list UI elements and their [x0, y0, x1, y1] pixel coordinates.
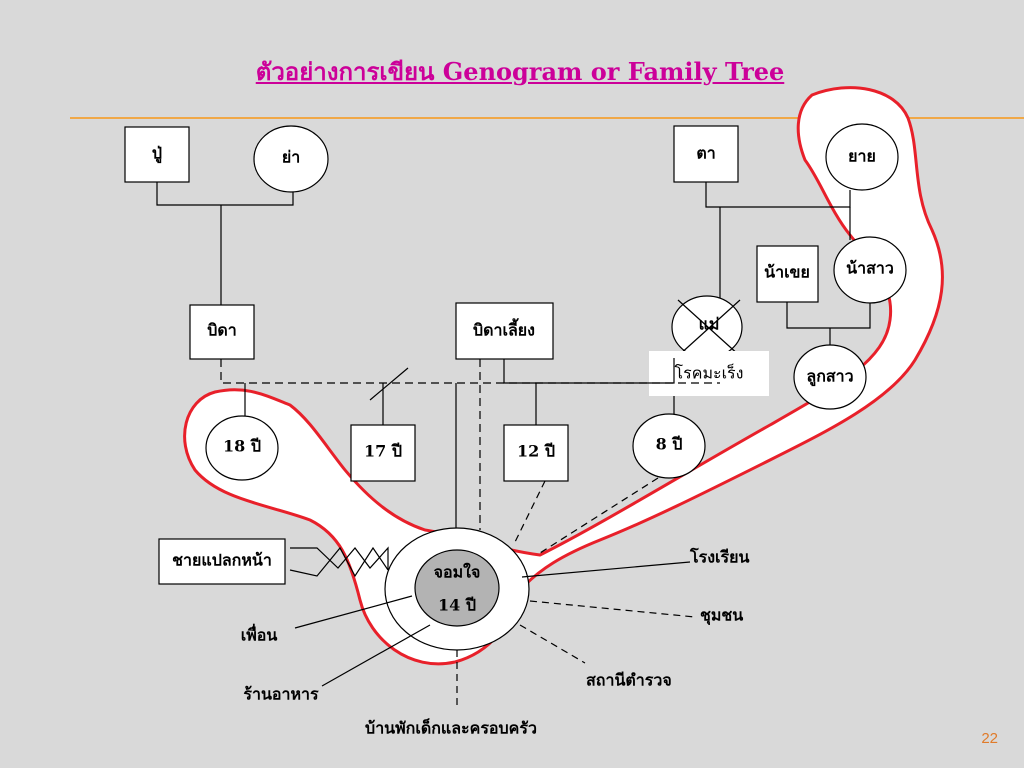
community-label: ชุมชน [700, 605, 744, 625]
maternal-grandparents-link [705, 182, 851, 208]
sibling-17-label: 17 ปี [364, 441, 402, 461]
maternal-grandmother-circle [825, 123, 899, 191]
grandmother-label: ย่า [281, 147, 301, 167]
friends-label: เพื่อน [240, 625, 278, 645]
stranger-conflict-line [289, 546, 389, 578]
uncle-label: น้าเขย [764, 262, 810, 282]
stranger-box [158, 538, 286, 585]
client-sibling-12-link [514, 480, 546, 543]
police-link [519, 624, 586, 664]
client-inner-circle [414, 549, 500, 627]
sibling-18-circle [205, 415, 279, 481]
paternal-grandparents-link [156, 182, 294, 206]
father-mother-link [220, 359, 720, 384]
school-label: โรงเรียน [690, 547, 750, 567]
community-link [529, 600, 696, 618]
sibling-8-circle [632, 413, 706, 479]
stranger-conflict-line [290, 546, 389, 570]
grandfather-label: ปู่ [151, 143, 163, 163]
stepfather-box [455, 302, 554, 360]
police-label: สถานีตำรวจ [586, 670, 672, 690]
maternal-grandmother-label: ยาย [848, 146, 876, 166]
stranger-label: ชายแปลกหน้า [172, 550, 272, 570]
divorce-mark [369, 367, 409, 401]
cousin-label: ลูกสาว [806, 366, 854, 386]
cause-of-death-label: โรคมะเร็ง [674, 363, 744, 383]
father-label: บิดา [207, 320, 237, 340]
maternal-grandfather-label: ตา [696, 143, 716, 163]
sibling-12-box [503, 424, 569, 482]
grandfather-box [124, 126, 190, 183]
page-number: 22 [981, 730, 998, 747]
restaurant-label: ร้านอาหาร [243, 684, 319, 704]
aunt-label: น้าสาว [846, 258, 894, 278]
maternal-grandfather-box [673, 125, 739, 183]
mother-deceased-mark [677, 299, 741, 357]
sibling-17-box [350, 424, 416, 482]
slide-title: ตัวอย่างการเขียน Genogram or Family Tree [255, 57, 785, 86]
sibling-8-label: 8 ปี [655, 434, 683, 454]
restaurant-link [321, 624, 431, 687]
uncle-aunt-link [786, 302, 871, 329]
sibling-12-label: 12 ปี [517, 441, 555, 461]
mother-label: แม่ [698, 314, 720, 334]
father-box [189, 304, 255, 360]
client-name-label: จอมใจ [433, 562, 481, 582]
client-age-label: 14 ปี [438, 595, 476, 615]
title-divider [70, 117, 1024, 119]
stepfather-label: บิดาเลี้ยง [473, 320, 535, 340]
uncle-box [756, 245, 819, 303]
stepfather-mother-link [503, 358, 675, 384]
grandmother-circle [253, 125, 329, 193]
friends-link [294, 595, 413, 629]
cause-of-death-box [649, 351, 769, 396]
cousin-circle [793, 344, 867, 410]
shelter-label: บ้านพักเด็กและครอบครัว [365, 718, 537, 738]
school-link [521, 561, 691, 578]
sibling-18-label: 18 ปี [223, 436, 261, 456]
